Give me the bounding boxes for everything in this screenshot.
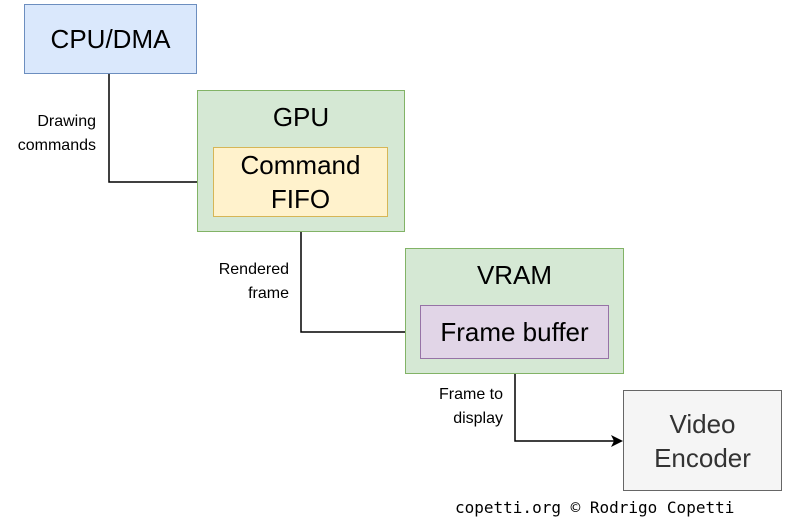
drawing-commands-line1: Drawing — [37, 113, 96, 130]
edge-label-frame-to-display: Frame to display — [400, 383, 503, 431]
video-encoder-node: Video Encoder — [623, 390, 782, 491]
edge-label-drawing-commands: Drawing commands — [0, 110, 96, 158]
arrow-cpu-to-command-fifo — [108, 73, 214, 188]
arrow-frame-buffer-to-video-encoder — [514, 358, 623, 447]
vram-label: VRAM — [476, 260, 553, 290]
credit-footer: copetti.org © Rodrigo Copetti — [455, 498, 735, 517]
command-fifo-node: Command FIFO — [213, 147, 388, 217]
edge-label-rendered-frame: Rendered frame — [190, 258, 289, 306]
frame-buffer-node: Frame buffer — [420, 305, 609, 359]
gpu-label: GPU — [272, 102, 330, 132]
frame-buffer-label: Frame buffer — [440, 316, 589, 347]
command-fifo-line1: Command — [240, 150, 361, 180]
frame-to-display-line2: display — [453, 410, 503, 427]
cpu-dma-node: CPU/DMA — [24, 4, 197, 74]
video-encoder-line2: Encoder — [654, 442, 751, 473]
video-encoder-line1: Video — [669, 408, 736, 439]
rendered-frame-line1: Rendered — [218, 261, 289, 278]
command-fifo-line2: FIFO — [270, 184, 331, 214]
rendered-frame-line2: frame — [248, 285, 289, 302]
cpu-dma-label: CPU/DMA — [50, 23, 171, 54]
frame-to-display-line1: Frame to — [438, 386, 503, 403]
drawing-commands-line2: commands — [17, 137, 96, 154]
arrow-gpu-to-frame-buffer — [300, 232, 420, 338]
